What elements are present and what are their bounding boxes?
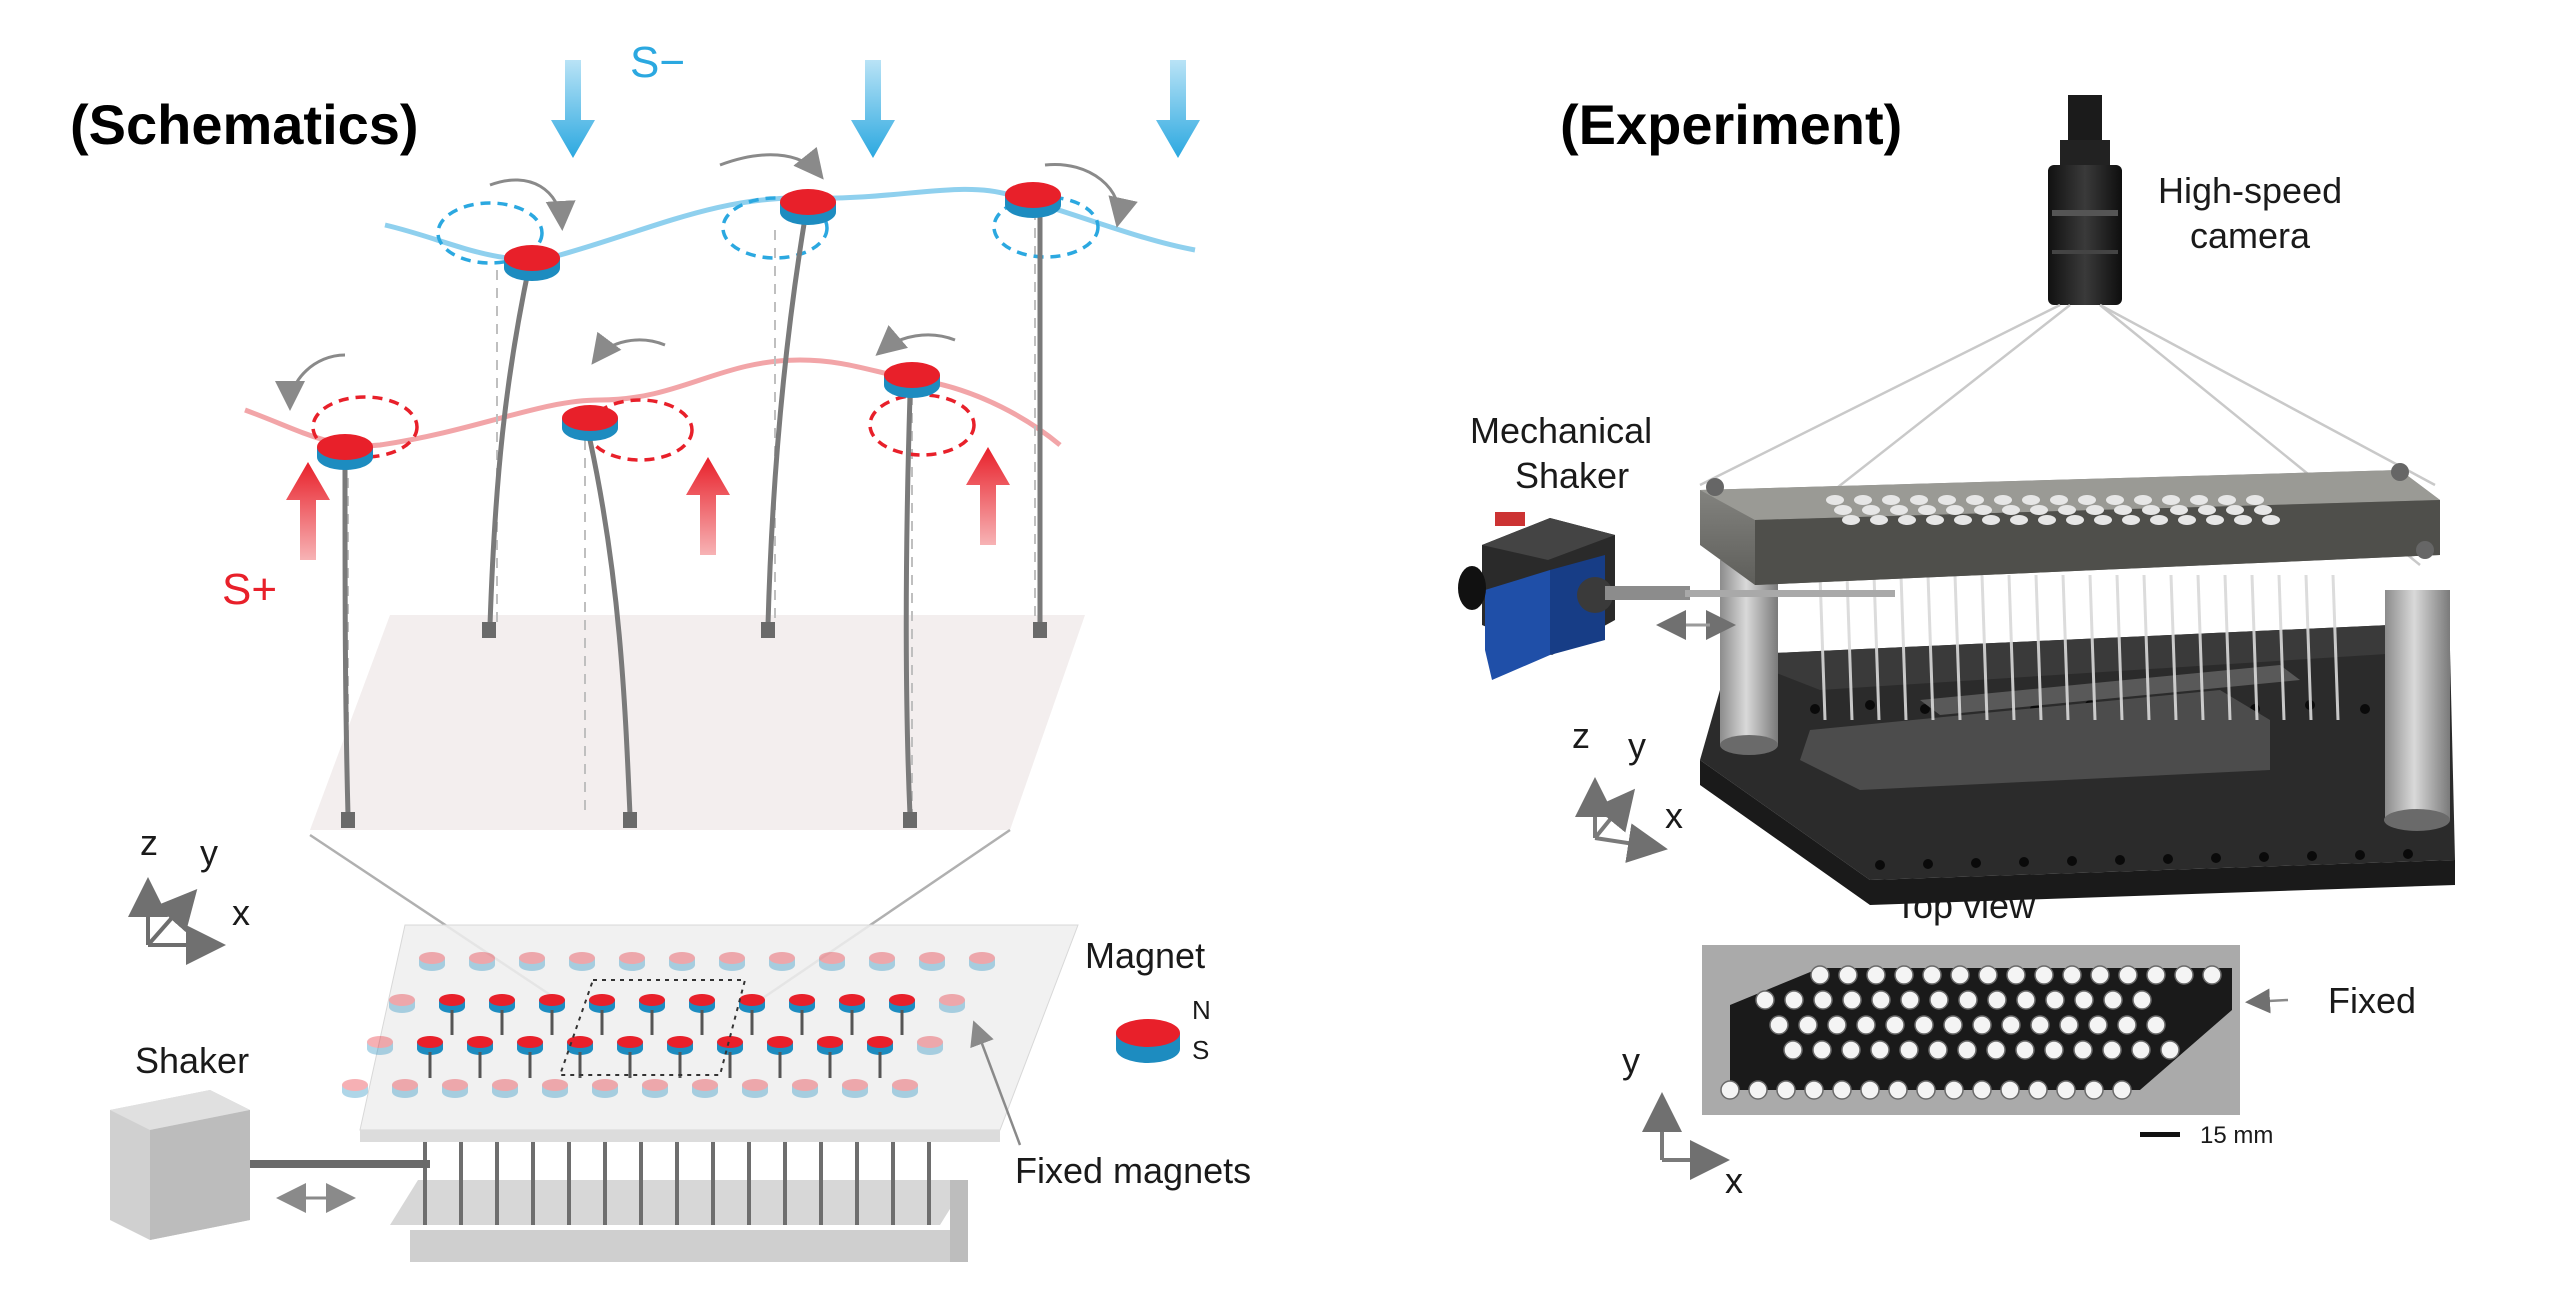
shaker-label: Shaker (135, 1040, 250, 1081)
top-view-image (1702, 945, 2240, 1115)
scale-bar-label: 15 mm (2200, 1122, 2274, 1149)
s-minus-label: S− (630, 38, 686, 87)
schem-axis-z: z (140, 822, 158, 863)
magnet-north-label: N (1192, 995, 1211, 1025)
s-plus-arrows (286, 447, 1010, 560)
experiment-illustration (1458, 95, 2455, 1180)
high-speed-camera (2048, 95, 2122, 305)
magnet-south-label: S (1192, 1035, 1210, 1065)
schem-axis-y: y (200, 832, 218, 873)
experiment-panel: (Experiment) High-speed camera Mechanica… (1400, 0, 2560, 1312)
floor-plane (310, 615, 1085, 830)
exp-axis-x: x (1665, 795, 1683, 836)
mechanical-shaker (1458, 512, 1895, 680)
schem-axis-x: x (232, 892, 250, 933)
experiment-title: (Experiment) (1560, 93, 1903, 156)
schematics-panel: (Schematics) S− S+ z y x Magnet N S Shak… (70, 38, 1252, 1262)
schematics-illustration (110, 60, 1200, 1262)
shaker-label-line2: Shaker (1515, 455, 1630, 496)
exp-axis-z: z (1572, 715, 1590, 756)
legend-magnet (1116, 1019, 1180, 1063)
fixed-magnets-label: Fixed magnets (1015, 1150, 1252, 1191)
camera-label-line1: High-speed (2158, 170, 2343, 211)
top-view-title: Top view (1895, 885, 2036, 926)
exp-axis-y: y (1628, 725, 1646, 766)
schematics-title: (Schematics) (70, 93, 419, 156)
shaker-label-line1: Mechanical (1470, 410, 1653, 451)
top-axis-x: x (1725, 1160, 1743, 1201)
camera-label-line2: camera (2190, 215, 2311, 256)
magnet-legend-title: Magnet (1085, 935, 1206, 976)
fixed-label: Fixed (2328, 980, 2417, 1021)
rotor-magnets (317, 182, 1061, 470)
s-minus-arrows (551, 60, 1200, 158)
top-axis-y: y (1622, 1040, 1640, 1081)
s-plus-label: S+ (222, 565, 278, 614)
